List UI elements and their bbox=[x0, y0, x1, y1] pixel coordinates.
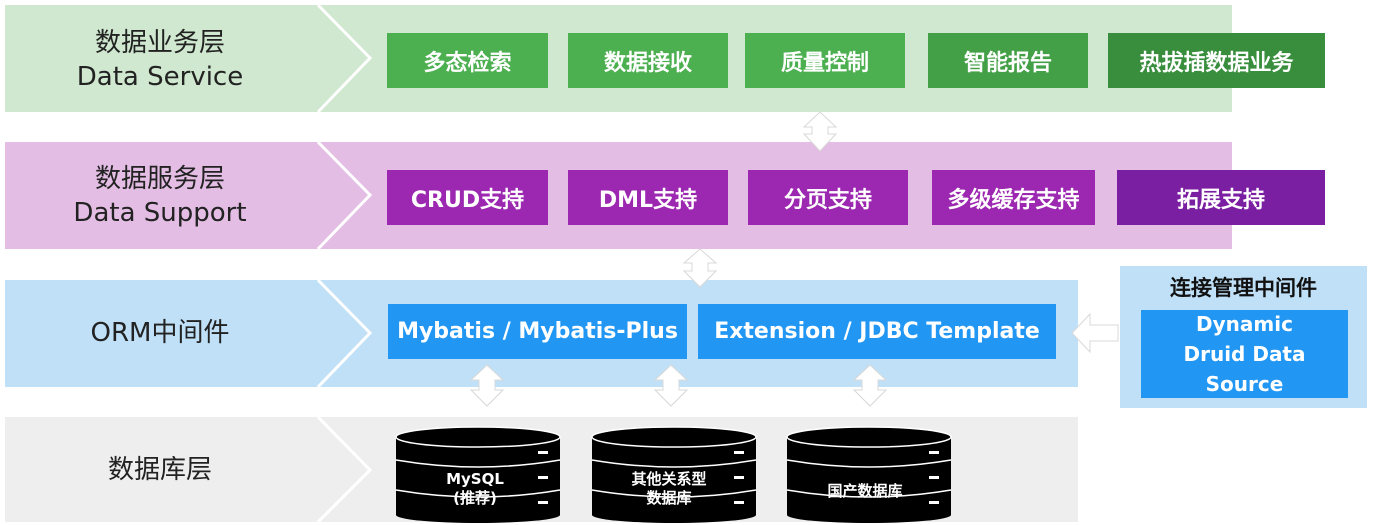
arrow-connection-orm bbox=[1071, 312, 1119, 354]
orm-item-mybatis: Mybatis / Mybatis-Plus bbox=[388, 304, 687, 359]
database-cylinders bbox=[395, 426, 952, 523]
dynamic-datasource-line2: Druid Data bbox=[1183, 342, 1306, 366]
chevron-db bbox=[316, 415, 373, 524]
support-layer-title-cn: 数据服务层 bbox=[94, 163, 225, 194]
db-cylinder-other bbox=[591, 426, 757, 523]
support-item-cache: 多级缓存支持 bbox=[932, 170, 1095, 225]
db-mysql-line2: (推荐) bbox=[453, 489, 497, 507]
support-item-dml: DML支持 bbox=[568, 170, 728, 225]
orm-item-extension: Extension / JDBC Template bbox=[698, 304, 1056, 359]
service-item-search: 多态检索 bbox=[387, 33, 548, 88]
service-item-quality: 质量控制 bbox=[745, 33, 905, 88]
chevron-separators bbox=[316, 3, 373, 524]
chevron-support bbox=[316, 140, 373, 251]
arrow-service-support bbox=[802, 111, 838, 152]
db-cylinder-mysql bbox=[395, 426, 561, 523]
support-item-extend: 拓展支持 bbox=[1117, 170, 1325, 225]
chevron-orm bbox=[316, 278, 373, 389]
arrow-orm-db-2 bbox=[653, 364, 689, 407]
db-domestic-line1: 国产数据库 bbox=[827, 482, 903, 500]
service-layer-title-en: Data Service bbox=[76, 61, 244, 92]
support-item-crud: CRUD支持 bbox=[387, 170, 548, 225]
service-item-receive: 数据接收 bbox=[568, 33, 728, 88]
db-layer-title: 数据库层 bbox=[107, 454, 212, 485]
service-item-hotplug: 热拔插数据业务 bbox=[1108, 33, 1325, 88]
orm-layer-title: ORM中间件 bbox=[90, 317, 230, 348]
db-label-domestic: 国产数据库 bbox=[810, 482, 920, 501]
double-arrows bbox=[469, 111, 1119, 407]
orm-layer-label: ORM中间件 bbox=[5, 295, 315, 370]
support-layer-label: 数据服务层 Data Support bbox=[5, 158, 315, 233]
support-layer-title-en: Data Support bbox=[73, 197, 247, 228]
arrow-orm-db-1 bbox=[469, 364, 505, 407]
db-other-line1: 其他关系型 bbox=[631, 470, 707, 488]
service-layer-title-cn: 数据业务层 bbox=[94, 27, 225, 58]
arrow-orm-db-3 bbox=[852, 364, 888, 407]
dynamic-datasource-line1: Dynamic bbox=[1196, 312, 1293, 336]
db-layer-label: 数据库层 bbox=[5, 432, 315, 507]
arrow-support-orm bbox=[682, 248, 718, 288]
dynamic-datasource-line3: Source bbox=[1205, 372, 1284, 396]
db-label-mysql: MySQL (推荐) bbox=[425, 470, 525, 508]
dynamic-datasource-box: Dynamic Druid Data Source bbox=[1141, 310, 1348, 398]
db-label-other: 其他关系型 数据库 bbox=[614, 470, 724, 508]
chevron-service bbox=[316, 3, 373, 114]
service-item-report: 智能报告 bbox=[928, 33, 1088, 88]
service-layer-label: 数据业务层 Data Service bbox=[5, 22, 315, 97]
db-mysql-line1: MySQL bbox=[446, 470, 504, 488]
db-other-line2: 数据库 bbox=[646, 489, 692, 507]
support-item-paging: 分页支持 bbox=[748, 170, 908, 225]
db-cylinder-domestic bbox=[786, 426, 952, 523]
connection-mgmt-title: 连接管理中间件 bbox=[1170, 276, 1317, 300]
